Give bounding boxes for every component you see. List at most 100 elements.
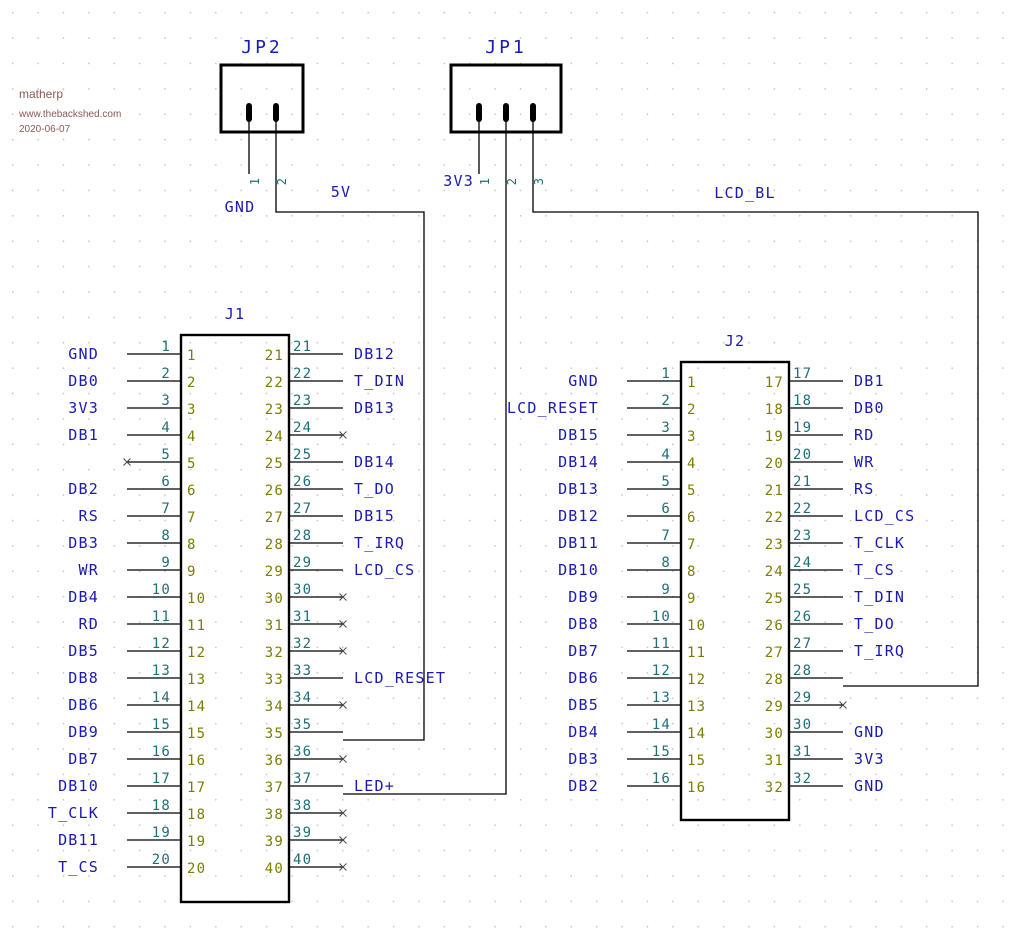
pad-number: 8 xyxy=(687,564,697,580)
pad-number: 7 xyxy=(187,510,197,526)
net-label: DB9 xyxy=(568,588,599,606)
pin-number: 22 xyxy=(793,501,812,517)
pin-number: 8 xyxy=(661,555,671,571)
net-label: DB10 xyxy=(58,777,99,795)
pin-number: 30 xyxy=(293,582,312,598)
net-label: LCD_RESET xyxy=(507,399,599,417)
pad-number: 13 xyxy=(687,699,706,715)
net-label: DB0 xyxy=(68,372,99,390)
pad-number: 18 xyxy=(187,807,206,823)
pin-number: 27 xyxy=(293,501,312,517)
pad-number: 27 xyxy=(265,510,284,526)
pad-number: 28 xyxy=(265,537,284,553)
wire-led xyxy=(343,174,507,795)
jp2-pin-2: 2 xyxy=(273,103,289,185)
pin-number: 15 xyxy=(652,744,671,760)
net-label: 3V3 xyxy=(68,399,99,417)
pin-number: 12 xyxy=(152,636,171,652)
pad-number: 40 xyxy=(265,861,284,877)
pin-number: 26 xyxy=(293,474,312,490)
pin-number: 31 xyxy=(793,744,812,760)
jp2-body xyxy=(219,63,305,134)
jp1-designator: JP1 xyxy=(485,37,527,58)
pin-number: 7 xyxy=(661,528,671,544)
no-connect-mark xyxy=(339,431,347,439)
pad-number: 4 xyxy=(187,429,197,445)
lcd-bl-label: LCD_BL xyxy=(714,184,775,202)
net-label: LED+ xyxy=(354,777,395,795)
pin-number: 15 xyxy=(152,717,171,733)
no-connect-mark xyxy=(339,647,347,655)
pin-number: 25 xyxy=(793,582,812,598)
5v-label: 5V xyxy=(331,183,351,201)
jp1-pin-3: 3 xyxy=(530,103,546,185)
jp1-pin-2: 2 xyxy=(503,103,519,185)
jp1-pin-1: 1 xyxy=(476,103,492,185)
pin-number: 2 xyxy=(505,177,519,185)
pad-number: 21 xyxy=(765,483,784,499)
no-connect-stroke xyxy=(339,755,347,763)
pin-number: 3 xyxy=(661,420,671,436)
net-label: T_CLK xyxy=(854,534,905,552)
pad-number: 4 xyxy=(687,456,697,472)
net-label: RD xyxy=(854,426,874,444)
net-label: DB1 xyxy=(68,426,99,444)
pad-number: 31 xyxy=(765,753,784,769)
net-label: T_IRQ xyxy=(854,642,905,660)
net-label: GND xyxy=(68,345,99,363)
net-label: GND xyxy=(568,372,599,390)
pad-number: 15 xyxy=(687,753,706,769)
pad-number: 6 xyxy=(687,510,697,526)
pad-number: 13 xyxy=(187,672,206,688)
pin-number: 3 xyxy=(532,177,546,185)
pin-number: 7 xyxy=(161,501,171,517)
3v3-label: 3V3 xyxy=(443,172,474,190)
pad-number: 3 xyxy=(687,429,697,445)
pin-number: 2 xyxy=(161,366,171,382)
pin-number: 10 xyxy=(652,609,671,625)
net-label: DB2 xyxy=(68,480,99,498)
pin-number: 29 xyxy=(793,690,812,706)
pin-number: 29 xyxy=(293,555,312,571)
no-connect-stroke xyxy=(339,647,347,655)
pad-number: 9 xyxy=(687,591,697,607)
no-connect-mark xyxy=(339,701,347,709)
pin-number: 38 xyxy=(293,798,312,814)
pin-number: 16 xyxy=(652,771,671,787)
pad-number: 11 xyxy=(187,618,206,634)
no-connect-mark xyxy=(339,620,347,628)
pin-number: 6 xyxy=(661,501,671,517)
j1-designator: J1 xyxy=(225,305,245,323)
website-text: www.thebackshed.com xyxy=(19,109,122,120)
pin-number: 11 xyxy=(652,636,671,652)
pad-number: 33 xyxy=(265,672,284,688)
net-label: DB1 xyxy=(854,372,885,390)
pin-number: 16 xyxy=(152,744,171,760)
pad-number: 21 xyxy=(265,348,284,364)
pin-number: 35 xyxy=(293,717,312,733)
pad-number: 29 xyxy=(765,699,784,715)
pin-number: 32 xyxy=(293,636,312,652)
pin-number: 20 xyxy=(793,447,812,463)
